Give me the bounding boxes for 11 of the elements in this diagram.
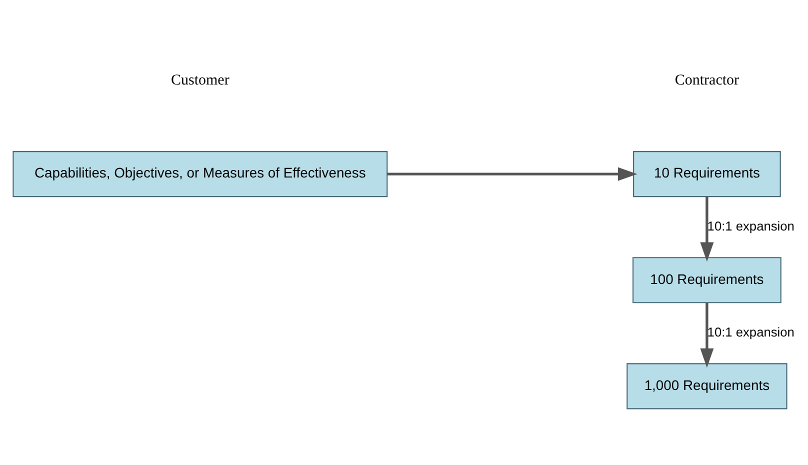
node-box: 10 Requirements bbox=[633, 150, 781, 197]
node-box: 1,000 Requirements bbox=[626, 362, 788, 409]
label: Contractor bbox=[674, 72, 740, 88]
arrow bbox=[387, 166, 638, 180]
node-box: Capabilities, Objectives, or Measures of Effectiveness bbox=[12, 150, 388, 197]
arrow bbox=[700, 196, 714, 262]
node-box: 100 Requirements bbox=[632, 256, 782, 303]
edge-label: 10:1 expansion bbox=[707, 218, 794, 233]
label: Customer bbox=[170, 72, 230, 88]
edge-label: 10:1 expansion bbox=[707, 324, 794, 339]
arrow bbox=[700, 302, 714, 368]
